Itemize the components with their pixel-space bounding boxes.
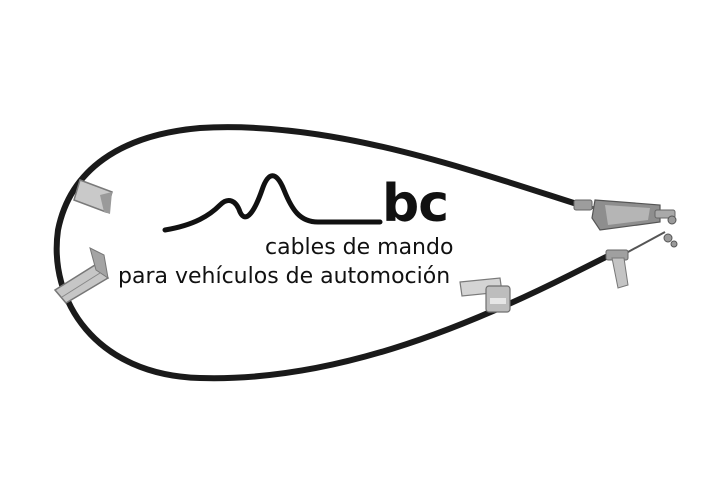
cable-clip-bracket (459, 277, 511, 313)
cable-end-fitting-lower (605, 231, 678, 289)
cable-sheath-upper (53, 124, 613, 382)
tagline-line-2: para vehículos de automoción (118, 264, 451, 289)
mounting-bracket-lower (53, 247, 110, 304)
mounting-bracket-upper (73, 179, 113, 214)
cable-end-fitting-upper (573, 199, 677, 231)
brand-logo-text: bc (382, 174, 449, 234)
tagline-line-1: cables de mando (265, 235, 454, 260)
logo-swoosh (162, 173, 383, 233)
